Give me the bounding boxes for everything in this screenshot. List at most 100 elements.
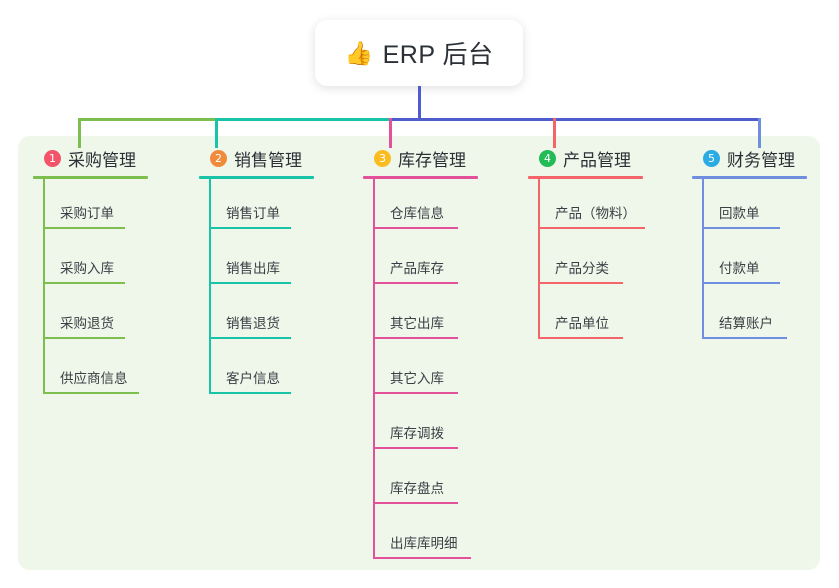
branch-item-label: 采购入库 [60, 261, 114, 276]
branch-item[interactable]: 其它出库 [363, 289, 478, 344]
branch-item-label: 产品库存 [390, 261, 444, 276]
branch-item-label: 出库库明细 [390, 536, 458, 551]
trunk-teal [215, 118, 389, 121]
branch-item-label: 供应商信息 [60, 371, 128, 386]
branch-item-underline [43, 337, 125, 339]
branch-item[interactable]: 库存盘点 [363, 454, 478, 509]
branch-badge-4: 4 [539, 149, 556, 167]
branch-column-1[interactable]: 1 采购管理采购订单采购入库采购退货供应商信息 [33, 146, 148, 399]
branch-drop-4 [553, 118, 556, 148]
branch-item[interactable]: 付款单 [692, 234, 807, 289]
branch-item-label: 付款单 [719, 261, 760, 276]
branch-title-underline-5 [692, 176, 807, 179]
branch-item-underline [373, 557, 471, 559]
branch-item-underline [43, 282, 125, 284]
branch-title-underline-2 [199, 176, 314, 179]
branch-item-label: 客户信息 [226, 371, 280, 386]
branch-item-underline [209, 227, 291, 229]
branch-column-2[interactable]: 2 销售管理销售订单销售出库销售退货客户信息 [199, 146, 314, 399]
branch-item-label: 采购退货 [60, 316, 114, 331]
branch-items-4: 产品（物料） 产品分类产品单位 [528, 179, 645, 344]
branch-badge-5: 5 [703, 149, 720, 167]
branch-item-label: 采购订单 [60, 206, 114, 221]
branch-title-underline-1 [33, 176, 148, 179]
branch-item-label: 销售退货 [226, 316, 280, 331]
branch-item-label: 销售出库 [226, 261, 280, 276]
branch-spine-1 [43, 179, 45, 394]
branch-item-label: 库存调拨 [390, 426, 444, 441]
branch-item-label: 仓库信息 [390, 206, 444, 221]
branch-drop-5 [758, 118, 761, 148]
branch-item[interactable]: 仓库信息 [363, 179, 478, 234]
branch-item[interactable]: 采购退货 [33, 289, 148, 344]
branch-items-2: 销售订单销售出库销售退货客户信息 [199, 179, 314, 399]
branch-item-underline [373, 502, 458, 504]
branch-item[interactable]: 产品单位 [528, 289, 643, 344]
branch-column-5[interactable]: 5 财务管理回款单付款单结算账户 [692, 146, 807, 344]
branch-item[interactable]: 其它入库 [363, 344, 478, 399]
branch-title-5[interactable]: 5 财务管理 [692, 146, 807, 170]
branch-column-4[interactable]: 4 产品管理产品（物料） 产品分类产品单位 [528, 146, 645, 344]
branch-item[interactable]: 产品库存 [363, 234, 478, 289]
branch-item[interactable]: 产品（物料） [528, 179, 645, 234]
branch-item-label: 产品分类 [555, 261, 609, 276]
branch-item[interactable]: 库存调拨 [363, 399, 478, 454]
branch-item-label: 结算账户 [719, 316, 773, 331]
branch-items-1: 采购订单采购入库采购退货供应商信息 [33, 179, 148, 399]
branch-items-5: 回款单付款单结算账户 [692, 179, 807, 344]
branch-item-underline [702, 227, 780, 229]
branch-title-underline-4 [528, 176, 643, 179]
branch-spine-3 [373, 179, 375, 559]
trunk-green [78, 118, 215, 121]
branch-badge-3: 3 [374, 149, 391, 167]
branch-title-1[interactable]: 1 采购管理 [33, 146, 148, 170]
branch-item-underline [209, 337, 291, 339]
branch-item[interactable]: 回款单 [692, 179, 807, 234]
root-stem [418, 86, 421, 121]
branch-item-label: 回款单 [719, 206, 760, 221]
branch-title-text: 产品管理 [563, 150, 631, 170]
trunk-indigo [389, 118, 761, 121]
branch-drop-1 [78, 118, 81, 148]
branch-spine-2 [209, 179, 211, 394]
thumbs-up-emoji: 👍 [344, 39, 374, 66]
branch-badge-2: 2 [210, 149, 227, 167]
branch-item-underline [702, 282, 780, 284]
branch-badge-1: 1 [44, 149, 61, 167]
branch-item-label: 产品单位 [555, 316, 609, 331]
branch-item-underline [209, 392, 291, 394]
branch-item[interactable]: 采购入库 [33, 234, 148, 289]
branch-item[interactable]: 销售订单 [199, 179, 314, 234]
branch-drop-3 [389, 118, 392, 148]
branch-title-2[interactable]: 2 销售管理 [199, 146, 314, 170]
branch-item[interactable]: 供应商信息 [33, 344, 148, 399]
branch-spine-4 [538, 179, 540, 339]
branch-item-underline [373, 337, 458, 339]
branch-item[interactable]: 结算账户 [692, 289, 807, 344]
branch-title-4[interactable]: 4 产品管理 [528, 146, 643, 170]
branch-item-underline [373, 227, 458, 229]
branch-item-underline [538, 337, 623, 339]
branches-panel [18, 136, 820, 570]
branch-item-underline [43, 227, 125, 229]
branch-item[interactable]: 采购订单 [33, 179, 148, 234]
branch-item-label: 产品（物料） [555, 206, 636, 221]
branch-item[interactable]: 销售出库 [199, 234, 314, 289]
branch-title-text: 财务管理 [727, 150, 795, 170]
root-node[interactable]: 👍 ERP 后台 [315, 20, 523, 86]
branch-title-text: 采购管理 [68, 150, 136, 170]
branch-item[interactable]: 产品分类 [528, 234, 643, 289]
branch-item-underline [373, 282, 458, 284]
branch-items-3: 仓库信息产品库存其它出库其它入库库存调拨库存盘点出库库明细 [363, 179, 478, 564]
branch-item[interactable]: 销售退货 [199, 289, 314, 344]
branch-item-underline [209, 282, 291, 284]
branch-item-label: 库存盘点 [390, 481, 444, 496]
branch-item-underline [538, 282, 623, 284]
branch-item[interactable]: 出库库明细 [363, 509, 478, 564]
branch-title-text: 销售管理 [234, 150, 302, 170]
branch-item-underline [373, 392, 458, 394]
branch-item[interactable]: 客户信息 [199, 344, 314, 399]
root-node-label: 👍 ERP 后台 [344, 35, 493, 71]
